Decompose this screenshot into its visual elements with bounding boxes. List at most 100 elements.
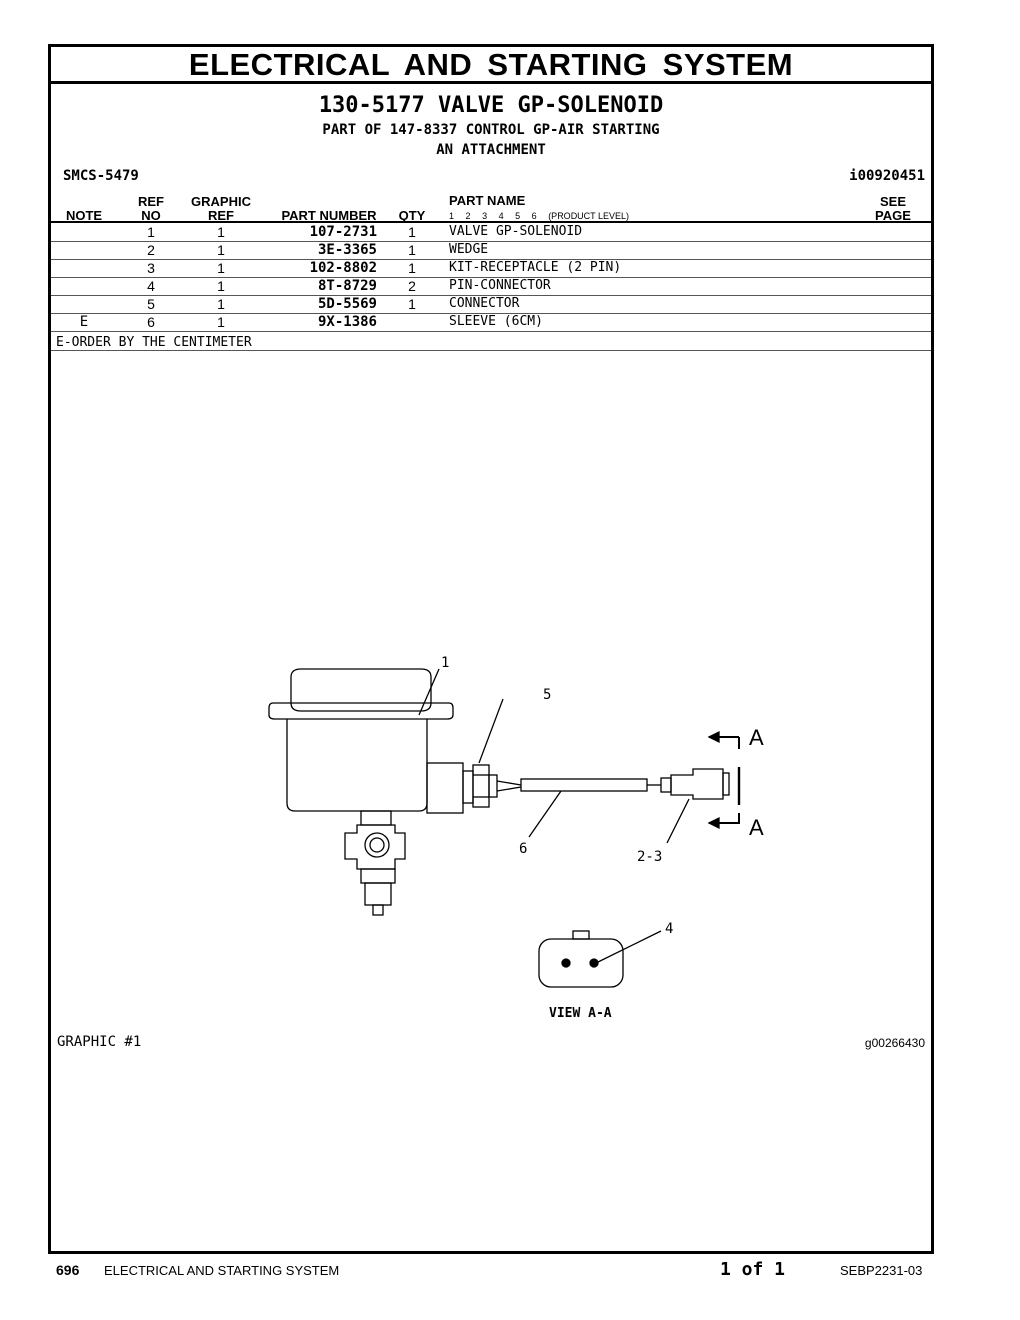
row-ref: 2 — [147, 242, 155, 258]
row-graphic-ref: 1 — [217, 296, 225, 312]
level-1: 1 — [449, 211, 455, 221]
header-graphic-bottom: REF — [208, 208, 234, 223]
row-note — [51, 277, 117, 295]
level-4: 4 — [498, 211, 504, 221]
header-divider — [51, 221, 931, 223]
row-qty — [391, 313, 433, 331]
row-part-number: 5D-5569 — [317, 296, 377, 312]
valve-port — [364, 832, 390, 858]
valve-fitting — [360, 868, 396, 884]
row-graphic-ref: 1 — [217, 224, 225, 240]
subtitle-line-1: PART OF 147-8337 CONTROL GP-AIR STARTING — [322, 122, 660, 138]
row-graphic-ref: 1 — [217, 278, 225, 294]
product-levels: 1 2 3 4 5 6 (PRODUCT LEVEL) — [449, 211, 638, 221]
header-part-name: PART NAME — [449, 193, 526, 208]
row-part-number: 9X-1386 — [317, 314, 377, 330]
level-6: 6 — [531, 211, 537, 221]
row-ref: 1 — [147, 224, 155, 240]
arrowhead-top — [707, 730, 720, 744]
pin-hole — [589, 958, 599, 968]
row-part-name: PIN-CONNECTOR — [449, 278, 551, 293]
solenoid-valve-illustration: 1 5 6 2-3 4 A A VIEW A-A — [268, 655, 764, 1021]
connector-boot — [660, 777, 672, 793]
row-note — [51, 241, 117, 259]
row-part-number: 3E-3365 — [317, 242, 377, 258]
wire-lead — [496, 780, 522, 786]
footer-page-number: 696 — [56, 1262, 80, 1278]
row-ref: 3 — [147, 260, 155, 276]
valve-tip — [372, 904, 384, 916]
row-ref: 4 — [147, 278, 155, 294]
row-qty: 1 — [408, 224, 416, 240]
level-3: 3 — [482, 211, 488, 221]
fitting-nut — [462, 770, 474, 804]
row-graphic-ref: 1 — [217, 314, 225, 330]
row-ref: 6 — [147, 314, 155, 330]
header-part-number: PART NUMBER — [281, 208, 377, 223]
plug-latch — [722, 772, 730, 796]
footer-doc-id: SEBP2231-03 — [840, 1263, 923, 1278]
callout-1: 1 — [441, 655, 449, 671]
view-label: VIEW A-A — [549, 1006, 612, 1021]
callout-6: 6 — [519, 841, 527, 857]
row-qty: 1 — [408, 260, 416, 276]
row-part-name: VALVE GP-SOLENOID — [449, 224, 583, 239]
table-row: 2 1 3E-3365 1 WEDGE — [51, 241, 931, 260]
pin-hole — [561, 958, 571, 968]
plug-connector — [670, 768, 724, 800]
wire-lead — [496, 786, 522, 792]
row-part-number: 8T-8729 — [317, 278, 377, 294]
table-row: E 6 1 9X-1386 SLEEVE (6CM) — [51, 313, 931, 332]
view-letter-top: A — [749, 725, 764, 750]
view-connector-face — [538, 938, 624, 988]
arrowhead-bottom — [707, 816, 720, 830]
header-qty: QTY — [398, 208, 426, 223]
smcs-code: SMCS-5479 — [63, 168, 139, 184]
table-row: 1 1 107-2731 1 VALVE GP-SOLENOID — [51, 223, 931, 242]
callout-leader — [528, 790, 562, 838]
row-part-name: WEDGE — [449, 242, 489, 257]
sleeve — [520, 778, 648, 792]
row-graphic-ref: 1 — [217, 260, 225, 276]
callout-5: 5 — [543, 687, 551, 703]
solenoid-cap — [290, 668, 432, 712]
solenoid-cap-rim — [268, 702, 454, 720]
graphic-label: GRAPHIC #1 — [57, 1034, 142, 1050]
level-2: 2 — [465, 211, 471, 221]
row-note: E — [79, 314, 89, 330]
callout-leader — [418, 668, 440, 716]
table-row: 5 1 5D-5569 1 CONNECTOR — [51, 295, 931, 314]
row-graphic-ref: 1 — [217, 242, 225, 258]
header-note-label: NOTE — [65, 208, 103, 223]
note-divider — [51, 350, 931, 351]
row-qty: 1 — [408, 296, 416, 312]
header-ref-top: REF — [138, 194, 164, 209]
product-level-label: (PRODUCT LEVEL) — [548, 211, 630, 221]
graphic-id: g00266430 — [864, 1036, 925, 1050]
callout-leader — [478, 698, 504, 764]
valve-neck — [360, 810, 392, 826]
row-part-number: 102-8802 — [309, 260, 377, 276]
header-ref-no: REF NO — [131, 195, 171, 223]
illustration-id: i00920451 — [849, 168, 925, 184]
valve-stem — [364, 882, 392, 906]
callout-leader — [595, 930, 662, 964]
valve-port-block — [344, 824, 406, 870]
level-5: 5 — [515, 211, 521, 221]
subtitle-line-2: AN ATTACHMENT — [436, 142, 546, 158]
footer-section: ELECTRICAL AND STARTING SYSTEM — [104, 1263, 340, 1278]
table-row: 4 1 8T-8729 2 PIN-CONNECTOR — [51, 277, 931, 296]
group-title: 130-5177 VALVE GP-SOLENOID — [318, 93, 664, 118]
row-part-number: 107-2731 — [309, 224, 377, 240]
header-ref-bottom: NO — [141, 208, 161, 223]
header-note: NOTE — [51, 195, 117, 223]
header-graphic-ref: GRAPHIC REF — [186, 195, 256, 223]
connector-housing — [426, 762, 464, 814]
row-note — [51, 223, 117, 241]
row-part-name: CONNECTOR — [449, 296, 520, 311]
solenoid-body — [286, 719, 428, 812]
row-qty: 2 — [408, 278, 416, 294]
table-row: 3 1 102-8802 1 KIT-RECEPTACLE (2 PIN) — [51, 259, 931, 278]
order-note: E-ORDER BY THE CENTIMETER — [56, 335, 252, 350]
header-graphic-top: GRAPHIC — [191, 194, 251, 209]
